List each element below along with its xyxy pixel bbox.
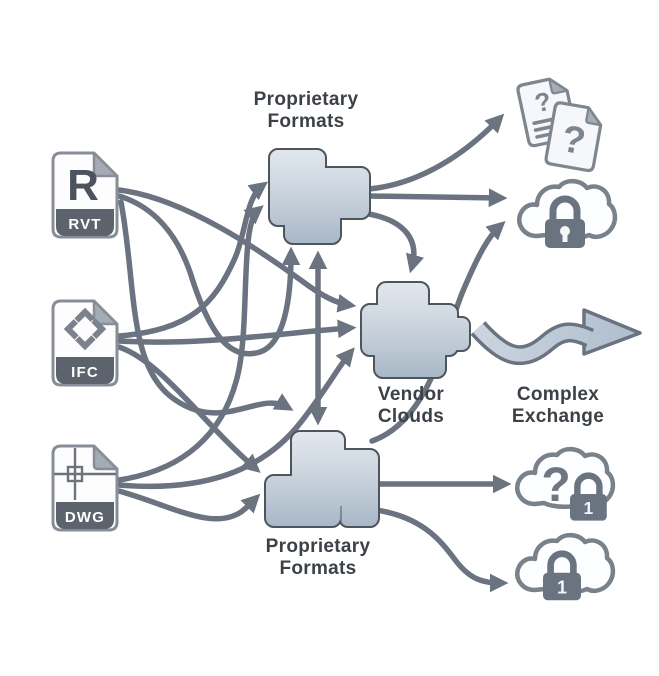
lock-icon-one: 1 xyxy=(543,550,581,601)
flow-arrow-rvt-vendor xyxy=(116,187,357,313)
flow-arrow-dwg-top xyxy=(116,205,264,483)
flow-arrow-ifc-bottom xyxy=(116,344,261,473)
file-fold xyxy=(92,151,119,178)
cloud-question-lock-icon: ? 1 xyxy=(517,449,613,521)
wavy-ribbon xyxy=(473,323,593,362)
ifc-file-icon: IFC xyxy=(51,299,119,387)
file-label: RVT xyxy=(68,216,101,233)
file-band xyxy=(56,357,114,384)
puzzle-piece-proprietary-bottom xyxy=(264,430,380,528)
lock-icon-one: 1 xyxy=(570,472,607,521)
cloud-lock-one-icon: 1 xyxy=(517,535,613,601)
label-complex-exchange: Complex Exchange xyxy=(511,384,605,427)
question-glyph: ? xyxy=(532,86,554,119)
file-label: IFC xyxy=(71,364,99,381)
revit-r-glyph: R xyxy=(67,161,99,210)
flow-arrow-top-vendor xyxy=(366,211,425,274)
puzzle-piece-vendor-clouds xyxy=(360,281,471,379)
complex-exchange-arrow xyxy=(470,308,642,366)
file-fold xyxy=(92,444,119,471)
flow-arrow-dwg-vendor xyxy=(116,347,355,490)
file-label: DWG xyxy=(65,509,105,526)
label-proprietary-formats-bottom: Proprietary Formats xyxy=(265,536,371,579)
question-glyph: ? xyxy=(541,459,570,512)
one-glyph: 1 xyxy=(557,578,567,598)
label-proprietary-formats-top: Proprietary Formats xyxy=(253,89,359,132)
flow-arrow-top-documents xyxy=(366,113,505,192)
question-document-front: ? xyxy=(544,101,603,173)
flow-arrow-dwg-bottom xyxy=(116,488,261,522)
flow-arrow-top-lockedcloud xyxy=(366,188,508,208)
question-documents-icon: ? ? xyxy=(516,77,603,173)
revit-file-icon: R RVT xyxy=(51,151,119,239)
lock-icon xyxy=(545,195,585,248)
cloud-lock-icon xyxy=(519,181,615,248)
one-glyph: 1 xyxy=(584,498,594,518)
dwg-crosshair-glyph xyxy=(54,448,116,500)
label-vendor-clouds: Vendor Clouds xyxy=(377,384,445,427)
file-band xyxy=(56,209,114,236)
dwg-file-icon: DWG xyxy=(51,444,119,532)
ifc-diamond-glyph xyxy=(63,307,107,351)
flow-arrow-rvt-bottom xyxy=(118,199,294,416)
file-band xyxy=(56,502,114,529)
puzzle-piece-proprietary-top xyxy=(268,148,371,245)
flow-arrow-bottom-cloudone xyxy=(366,506,509,593)
